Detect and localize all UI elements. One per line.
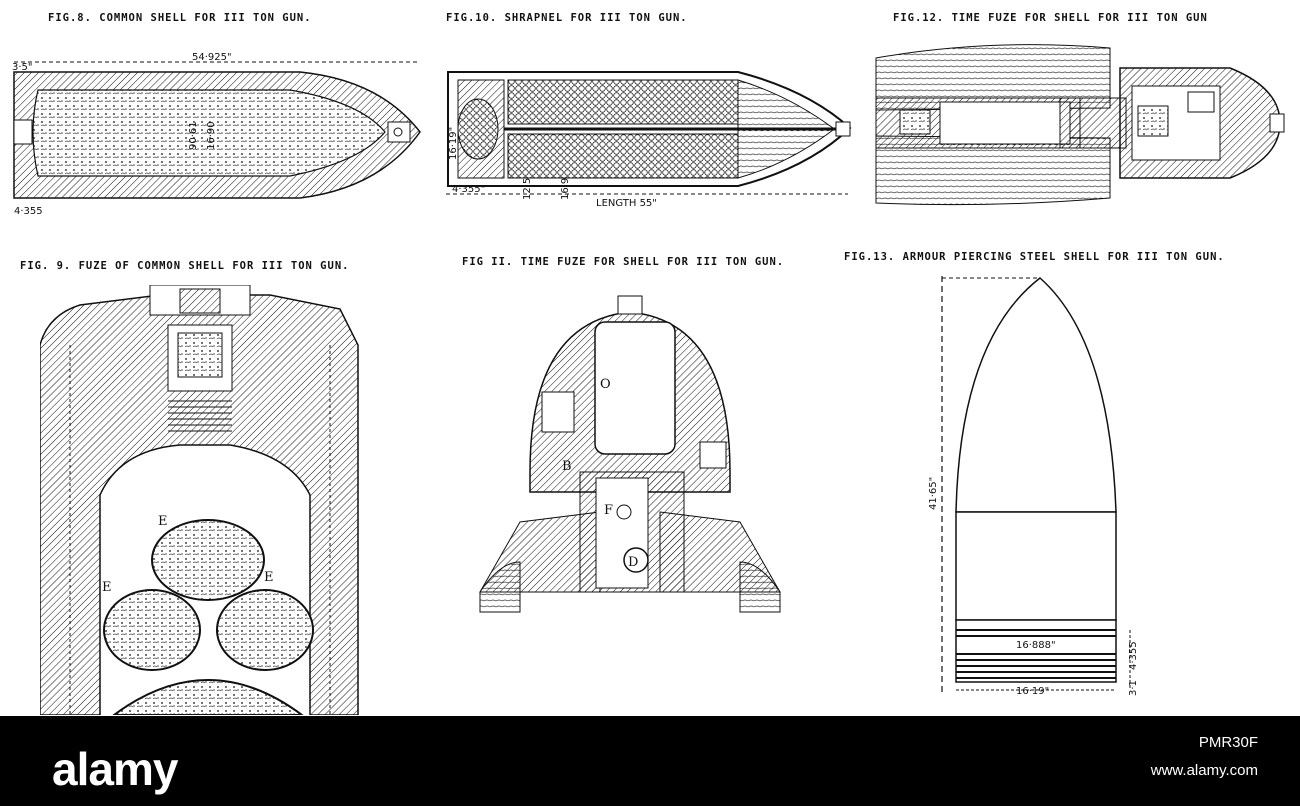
fig10-a-dim: 12·5	[522, 178, 533, 200]
fig8-length-dim: 54·925"	[192, 52, 232, 63]
fig8-top-left-dim: 3·5"	[12, 62, 33, 73]
fig8-common-shell-diagram: 54·925" 3·5" 90·61 16·90 4·355	[12, 52, 421, 217]
fig11-label-f: F	[604, 503, 613, 518]
fig11-title: FIG II. TIME FUZE FOR SHELL FOR III TON …	[462, 256, 785, 268]
fig13-band-dim: 16·888"	[1016, 640, 1056, 651]
fig8-title: FIG.8. COMMON SHELL FOR III TON GUN.	[48, 12, 312, 24]
fig10-length-dim: LENGTH 55"	[596, 198, 657, 209]
fig13-side-dim: 4·355	[1128, 641, 1139, 670]
fig13-ap-shell-diagram: 41·65" 16·888" 16·19" 4·355 3·1	[928, 276, 1139, 697]
fig8-bottom-left-dim: 4·355	[14, 206, 43, 217]
fig13-small-dim: 3·1	[1128, 680, 1139, 696]
fig12-title: FIG.12. TIME FUZE FOR SHELL FOR III TON …	[893, 12, 1208, 24]
fig9-title: FIG. 9. FUZE OF COMMON SHELL FOR III TON…	[20, 260, 350, 272]
fig8-inner1-dim: 90·61	[188, 121, 199, 150]
fig13-base-dim: 16·19"	[1016, 686, 1049, 697]
image-code: PMR30F	[1198, 734, 1258, 751]
watermark-url: www.alamy.com	[1150, 762, 1258, 779]
fig9-label-e-top: E	[158, 514, 168, 529]
fig11-time-fuze-diagram: O B D F	[479, 295, 781, 613]
fig9-fuze-diagram: E E E	[40, 285, 359, 715]
fig10-title: FIG.10. SHRAPNEL FOR III TON GUN.	[446, 12, 688, 24]
fig9-label-e-right: E	[264, 570, 274, 585]
alamy-logo: alamy	[52, 743, 178, 795]
fig8-inner2-dim: 16·90	[206, 121, 217, 150]
fig11-label-o: O	[600, 377, 611, 392]
fig12-time-fuze-diagram	[875, 44, 1285, 206]
fig10-shrapnel-diagram: 4·355" LENGTH 55" 16·19" 12·5 16·9	[446, 71, 852, 209]
fig11-label-d: D	[628, 555, 638, 570]
fig10-dia-dim: 16·19"	[448, 127, 459, 160]
fig13-height-dim: 41·65"	[928, 477, 939, 510]
fig11-label-b: B	[562, 459, 572, 474]
fig10-b-dim: 16·9	[560, 178, 571, 200]
watermark-footer: alamy PMR30F www.alamy.com	[0, 716, 1300, 806]
fig10-left-dim: 4·355"	[452, 184, 485, 195]
fig9-label-e-left: E	[102, 580, 112, 595]
fig13-title: FIG.13. ARMOUR PIERCING STEEL SHELL FOR …	[844, 251, 1225, 263]
